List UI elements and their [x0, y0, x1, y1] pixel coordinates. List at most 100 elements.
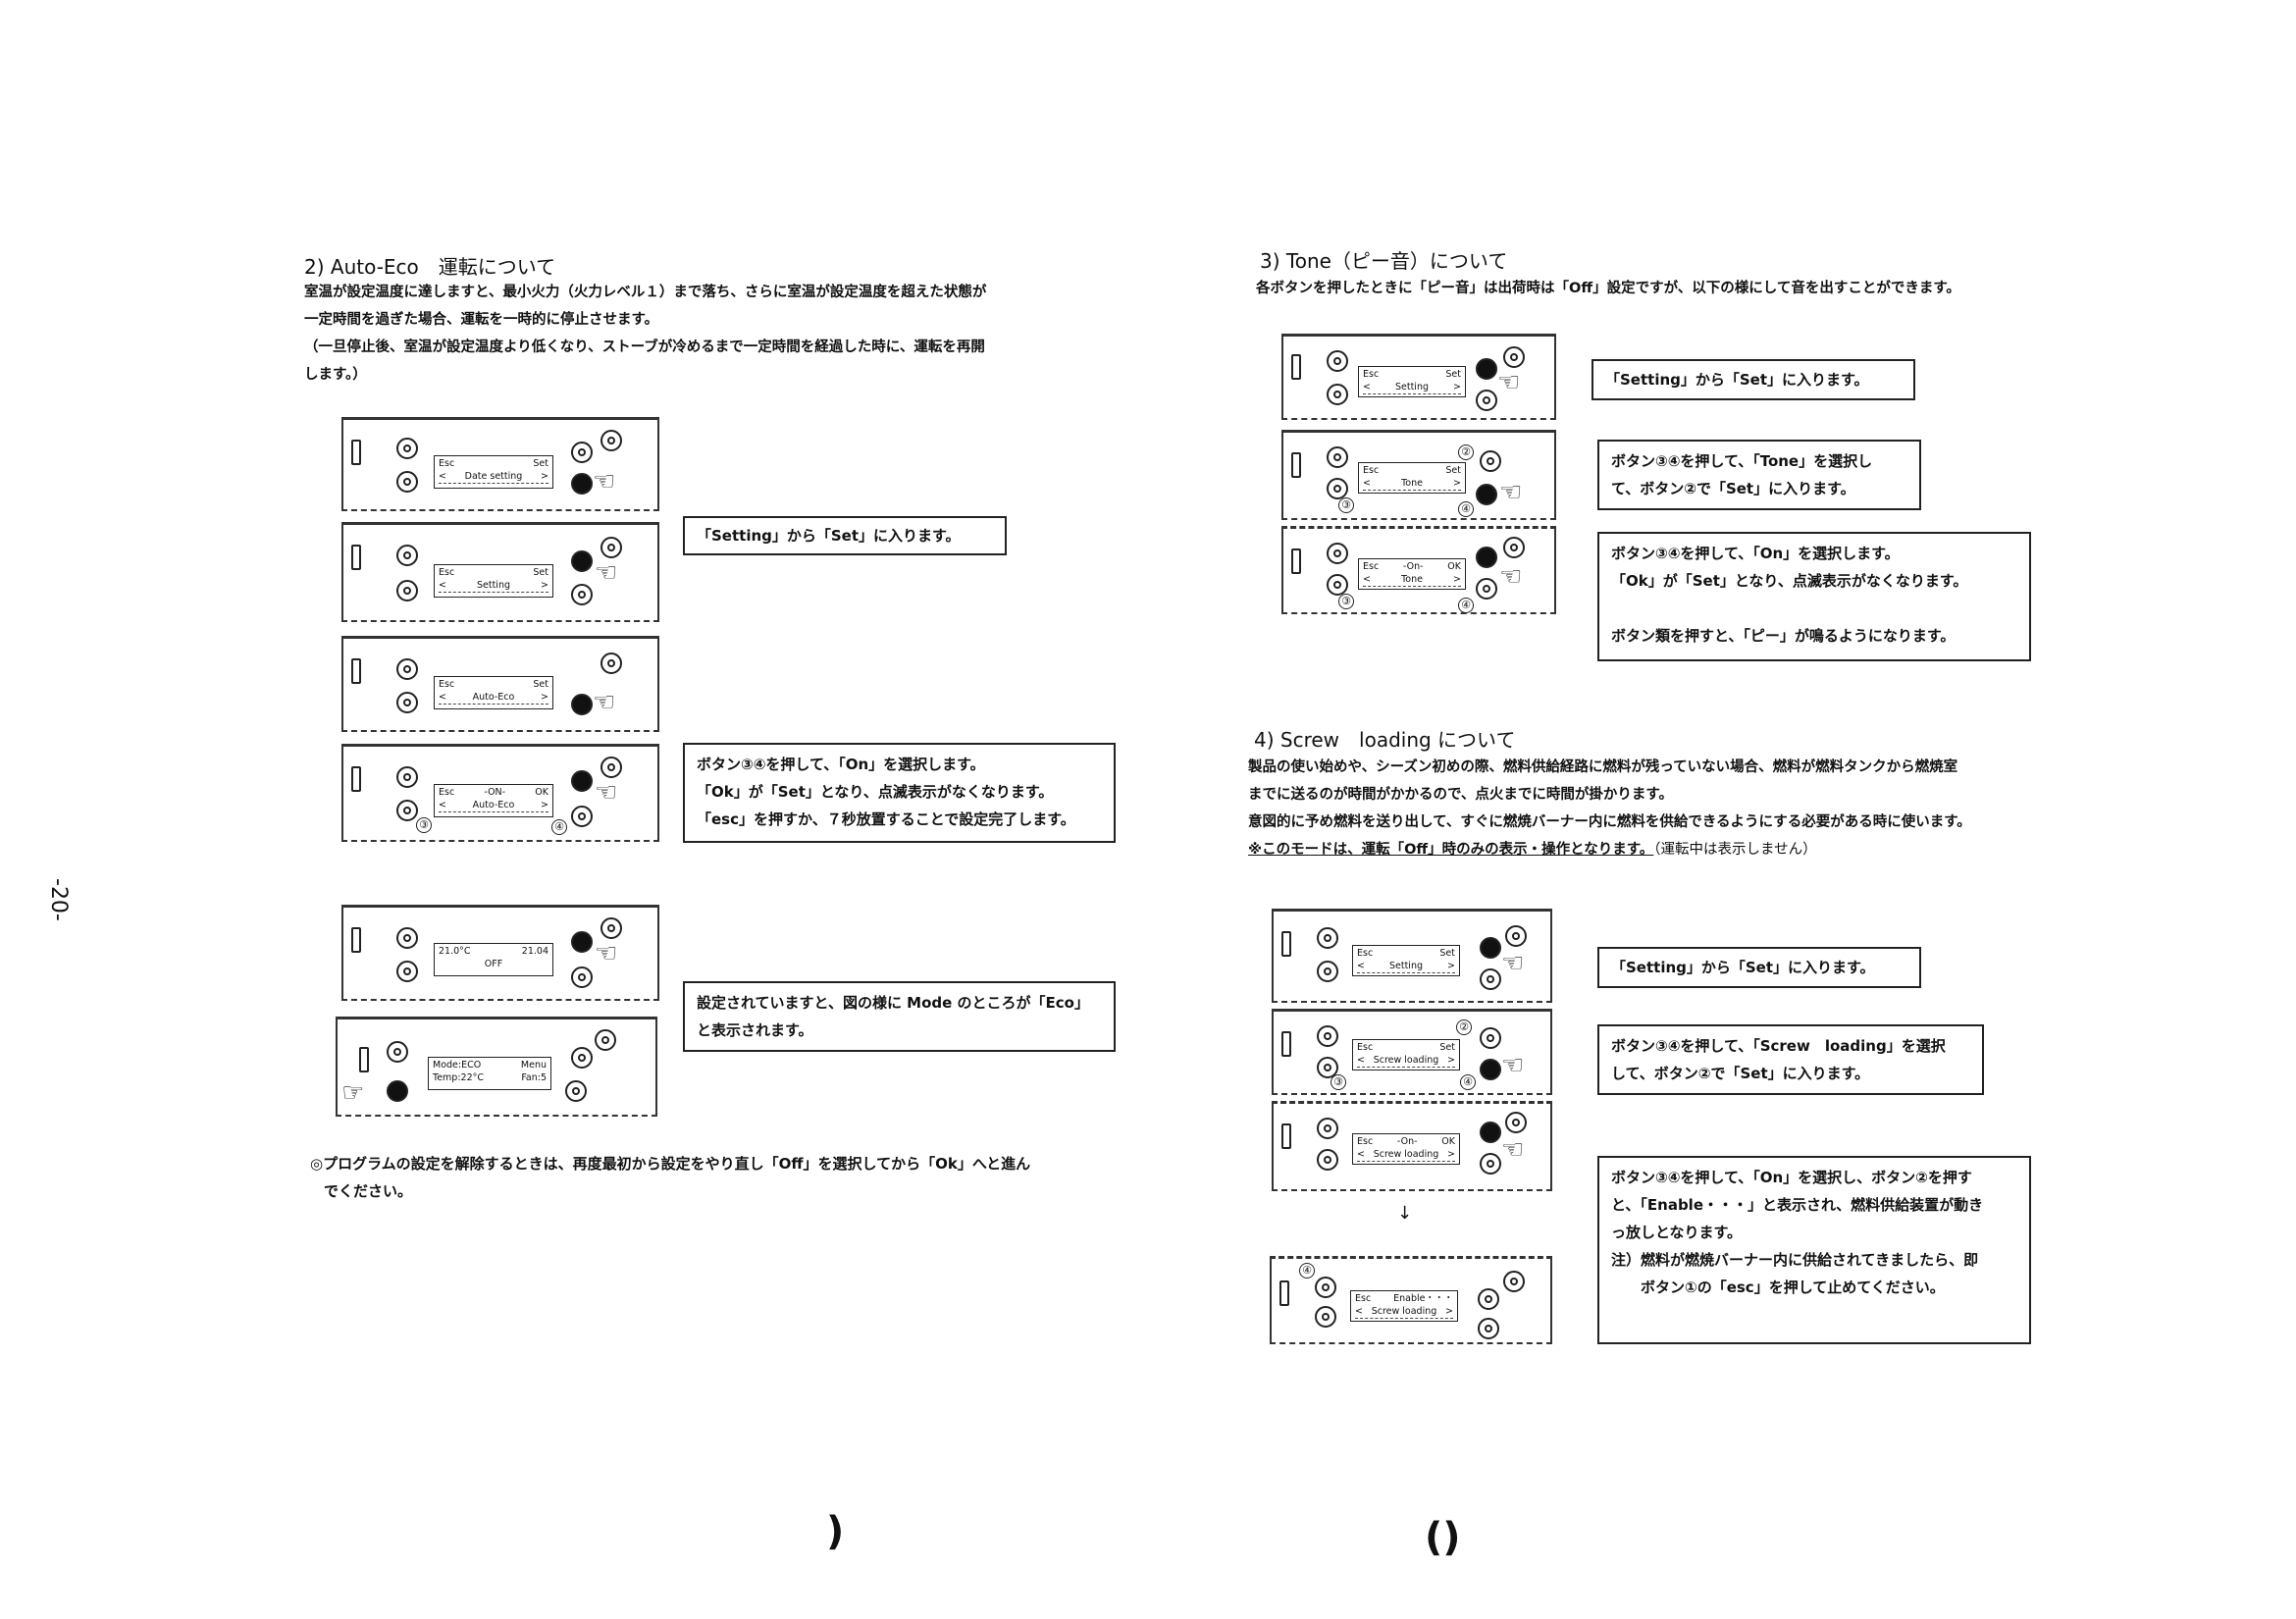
- screw-box-select-on: ボタン③④を押して、「On」を選択し、ボタン②を押す と、「Enable・・・」…: [1597, 1156, 2031, 1344]
- pointing-hand-icon: ☜: [595, 558, 618, 588]
- button-4-icon: [1503, 346, 1525, 368]
- pointing-hand-icon: ☜: [1499, 562, 1523, 592]
- pointing-hand-icon: ☜: [1499, 478, 1523, 507]
- button-3-icon: [1478, 1288, 1499, 1310]
- tone-panel-on: ③ Esc-On-OK <Tone> ④ ☜: [1281, 526, 1556, 614]
- pointing-hand-icon: ☜: [1501, 1051, 1525, 1080]
- section-title-auto-eco: 2) Auto-Eco 運転について: [304, 255, 556, 279]
- button-4-icon: [1503, 537, 1525, 558]
- button-set-icon: [1480, 1059, 1501, 1080]
- button-3-icon: [571, 584, 593, 605]
- button-2-icon: [1315, 1277, 1336, 1298]
- down-arrow: ↓: [1397, 1203, 1413, 1224]
- button-4-icon: [1503, 1271, 1525, 1292]
- button-2-icon: [387, 1041, 408, 1063]
- button-3-icon: [571, 442, 593, 463]
- button-4-icon: [1505, 925, 1527, 947]
- button-4-icon: [600, 757, 622, 778]
- para-line: します。）: [304, 367, 367, 383]
- button-1-icon: [387, 1080, 408, 1102]
- lcd-display: Esc-On-OK <Tone>: [1358, 558, 1466, 590]
- pointing-hand-icon: ☜: [1501, 949, 1525, 978]
- button-1-icon: [1327, 574, 1348, 596]
- button-set-icon: [571, 770, 593, 792]
- button-1-icon: [1317, 1057, 1338, 1078]
- button-3-icon: [1476, 390, 1497, 411]
- button-set-icon: [1480, 937, 1501, 959]
- screw-panel-on: Esc-On-OK <Screw loading> ☜: [1272, 1101, 1552, 1191]
- pointing-hand-icon: ☜: [595, 778, 618, 808]
- button-1-icon: [1315, 1306, 1336, 1328]
- instruction-box-select-on: ボタン③④を押して、「On」を選択します。 「Ok」が「Set」となり、点滅表示…: [683, 743, 1116, 843]
- button-3-icon: [571, 806, 593, 827]
- button-2-icon: [396, 658, 418, 680]
- button-2-icon: [396, 766, 418, 788]
- button-number-3: ③: [1338, 497, 1354, 513]
- button-number-4: ④: [1299, 1263, 1315, 1279]
- section-title-tone: 3) Tone（ピー音）について: [1260, 249, 1508, 273]
- pointing-hand-icon: ☜: [593, 467, 616, 496]
- button-1-icon: [1317, 1149, 1338, 1171]
- button-2-icon: [1327, 350, 1348, 372]
- button-4-icon: [1480, 450, 1501, 472]
- button-4-icon: [600, 917, 622, 939]
- button-set-icon: [1480, 1122, 1501, 1143]
- section-title-screw-loading: 4) Screw loading について: [1254, 728, 1516, 752]
- tone-box-select-tone: ボタン③④を押して、「Tone」を選択し て、ボタン②で「Set」に入ります。: [1597, 440, 1921, 510]
- tone-box-select-on: ボタン③④を押して、「On」を選択します。 「Ok」が「Set」となり、点滅表示…: [1597, 532, 2031, 661]
- button-1-icon: [1327, 478, 1348, 499]
- button-3-icon: [1480, 968, 1501, 990]
- button-3-icon: [571, 966, 593, 988]
- button-number-3: ③: [1338, 594, 1354, 609]
- auto-eco-description: 室温が設定温度に達しますと、最小火力（火力レベル１）まで落ち、さらに室温が設定温…: [304, 279, 986, 389]
- lcd-display: Esc-ON-OK <Auto-Eco>: [434, 784, 553, 817]
- button-number-4: ④: [551, 819, 567, 835]
- button-set-icon: [571, 550, 593, 572]
- tone-box-setting: 「Setting」から「Set」に入ります。: [1592, 359, 1915, 400]
- screw-box-select-screw: ボタン③④を押して、「Screw loading」を選択 して、ボタン②で「Se…: [1597, 1024, 1984, 1095]
- button-1-icon: [396, 800, 418, 821]
- button-1-icon: [396, 580, 418, 601]
- button-number-4: ④: [1458, 501, 1474, 517]
- control-panel-auto-eco-on: ③ Esc-ON-OK <Auto-Eco> ④ ☜: [341, 744, 659, 842]
- pointing-hand-icon: ☞: [341, 1078, 365, 1108]
- para-line: 一定時間を過ぎた場合、運転を一時的に停止させます。: [304, 312, 659, 328]
- scan-mark-right: (): [1425, 1515, 1461, 1560]
- button-number-2: ②: [1458, 444, 1474, 460]
- button-4-icon: [600, 537, 622, 558]
- button-3-icon: [1476, 578, 1497, 600]
- button-1-icon: [396, 692, 418, 713]
- button-number-3: ③: [416, 817, 432, 833]
- button-1-icon: [1327, 384, 1348, 405]
- scan-mark-left: ): [826, 1509, 845, 1554]
- button-2-icon: [396, 545, 418, 566]
- button-set-icon: [1476, 358, 1497, 380]
- button-2-icon: [396, 927, 418, 949]
- pointing-hand-icon: ☜: [1497, 368, 1521, 397]
- button-1-icon: [396, 471, 418, 493]
- button-number-4: ④: [1458, 598, 1474, 613]
- button-number-3: ③: [1331, 1074, 1346, 1090]
- button-set-icon: [1476, 547, 1497, 568]
- instruction-box-eco-mode: 設定されていますと、図の様に Mode のところが「Eco」 と表示されます。: [683, 981, 1116, 1052]
- button-4-icon: [1480, 1027, 1501, 1049]
- button-4-icon: [595, 1029, 616, 1051]
- button-1-icon: [396, 961, 418, 982]
- button-2-icon: [1317, 927, 1338, 949]
